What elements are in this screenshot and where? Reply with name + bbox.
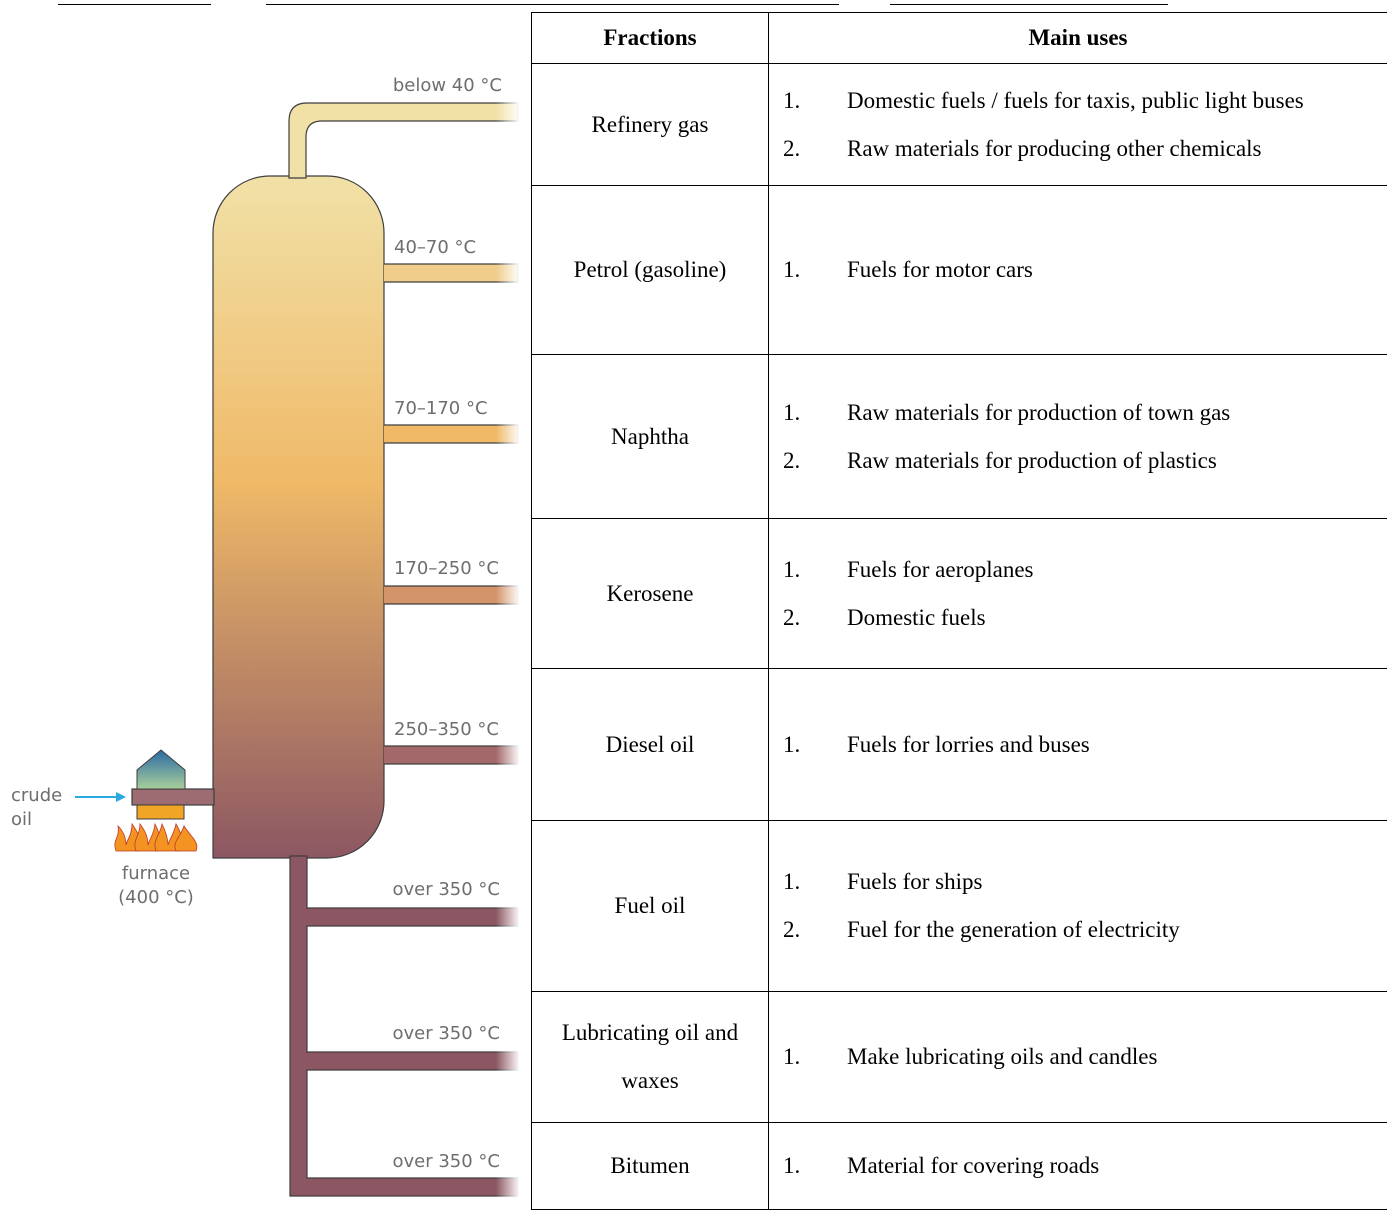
use-list-item: 1.Fuels for lorries and buses: [769, 721, 1387, 769]
use-list-item: 1.Fuels for aeroplanes: [769, 546, 1387, 594]
use-text: Make lubricating oils and candles: [847, 1033, 1157, 1081]
use-text: Raw materials for production of town gas: [847, 389, 1230, 437]
main-uses-cell: 1.Make lubricating oils and candles: [769, 992, 1387, 1123]
use-number: 1.: [769, 246, 847, 294]
column-body: [213, 176, 384, 858]
use-text: Fuels for aeroplanes: [847, 546, 1034, 594]
fraction-name: Bitumen: [532, 1123, 769, 1210]
furnace-label-1: furnace: [122, 863, 190, 884]
main-uses-cell: 1.Fuels for lorries and buses: [769, 669, 1387, 821]
use-number: 2.: [769, 594, 847, 642]
use-list-item: 2.Fuel for the generation of electricity: [769, 906, 1387, 954]
flame-icon: [115, 824, 197, 851]
top-gas-pipe: [289, 103, 518, 178]
fraction-name: Fuel oil: [532, 821, 769, 992]
temp-label: over 350 °C: [392, 879, 500, 900]
temp-label: 40–70 °C: [394, 237, 476, 258]
use-list-item: 1.Domestic fuels / fuels for taxis, publ…: [769, 77, 1387, 125]
use-text: Domestic fuels / fuels for taxis, public…: [847, 77, 1304, 125]
table-header-row: Fractions Main uses: [532, 13, 1387, 64]
header-fractions: Fractions: [532, 13, 769, 64]
use-number: 1.: [769, 721, 847, 769]
use-text: Fuel for the generation of electricity: [847, 906, 1180, 954]
fraction-name: Kerosene: [532, 519, 769, 669]
use-list-item: 1.Material for covering roads: [769, 1142, 1387, 1190]
furnace-box: [137, 805, 184, 819]
use-list-item: 1.Fuels for ships: [769, 858, 1387, 906]
use-list-item: 1.Fuels for motor cars: [769, 246, 1387, 294]
use-list-item: 2.Domestic fuels: [769, 594, 1387, 642]
use-text: Domestic fuels: [847, 594, 986, 642]
use-number: 2.: [769, 125, 847, 173]
use-list-item: 2.Raw materials for producing other chem…: [769, 125, 1387, 173]
fraction-name: Petrol (gasoline): [532, 186, 769, 355]
temp-label: 250–350 °C: [394, 719, 499, 740]
use-text: Material for covering roads: [847, 1142, 1099, 1190]
use-list-item: 1.Make lubricating oils and candles: [769, 1033, 1387, 1081]
fraction-name: Refinery gas: [532, 64, 769, 186]
temperature-labels: below 40 °C 40–70 °C 70–170 °C 170–250 °…: [392, 75, 502, 1172]
header-rule-3: [890, 0, 1168, 5]
feed-pipe: [132, 789, 214, 805]
header-main-uses: Main uses: [769, 13, 1387, 64]
fraction-name: Lubricating oil and waxes: [532, 992, 769, 1123]
use-number: 1.: [769, 389, 847, 437]
furnace-label-2: (400 °C): [118, 887, 194, 908]
fractionating-column-diagram: crude oil furnace (400 °C) below 40 °C 4…: [0, 0, 531, 1209]
fraction-name: Diesel oil: [532, 669, 769, 821]
use-number: 1.: [769, 1033, 847, 1081]
use-number: 2.: [769, 906, 847, 954]
temp-label: 170–250 °C: [394, 558, 499, 579]
use-number: 1.: [769, 546, 847, 594]
crude-label-1: crude: [11, 785, 62, 806]
temp-label: 70–170 °C: [394, 398, 488, 419]
use-list-item: 1.Raw materials for production of town g…: [769, 389, 1387, 437]
fraction-name: Naphtha: [532, 355, 769, 519]
furnace-house-icon: [137, 750, 185, 789]
use-text: Fuels for motor cars: [847, 246, 1033, 294]
table-row: Petrol (gasoline)1.Fuels for motor cars: [532, 186, 1387, 355]
main-uses-cell: 1.Raw materials for production of town g…: [769, 355, 1387, 519]
temp-label: over 350 °C: [392, 1023, 500, 1044]
main-uses-cell: 1.Domestic fuels / fuels for taxis, publ…: [769, 64, 1387, 186]
use-text: Fuels for lorries and buses: [847, 721, 1090, 769]
use-number: 1.: [769, 77, 847, 125]
use-list-item: 2.Raw materials for production of plasti…: [769, 437, 1387, 485]
crude-arrow: [75, 792, 126, 802]
main-uses-cell: 1.Fuels for motor cars: [769, 186, 1387, 355]
use-text: Raw materials for production of plastics: [847, 437, 1217, 485]
use-text: Fuels for ships: [847, 858, 982, 906]
temp-label: over 350 °C: [392, 1151, 500, 1172]
use-number: 1.: [769, 1142, 847, 1190]
use-number: 2.: [769, 437, 847, 485]
use-text: Raw materials for producing other chemic…: [847, 125, 1262, 173]
crude-label-2: oil: [11, 809, 32, 830]
use-number: 1.: [769, 858, 847, 906]
main-uses-cell: 1.Material for covering roads: [769, 1123, 1387, 1210]
temp-label: below 40 °C: [393, 75, 502, 96]
